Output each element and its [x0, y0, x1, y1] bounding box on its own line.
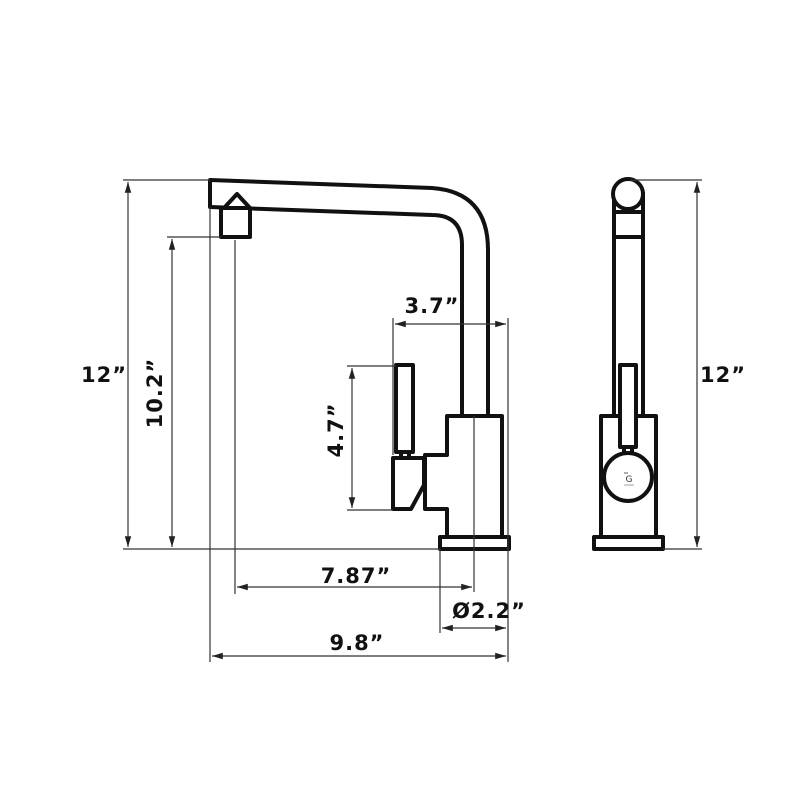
front-dimensions: 12” 10.2” 4.7” 3.7” 7.87” Ø2.2” 9.8” — [81, 179, 526, 662]
side-handle-lever — [618, 363, 638, 449]
faucet-front-view — [208, 178, 511, 592]
side-base-plate — [592, 535, 665, 551]
overall-length-label: 9.8” — [329, 631, 384, 655]
side-overall-height-label: 12” — [700, 363, 746, 387]
g-logo-icon: G — [624, 472, 634, 486]
aerator — [219, 206, 252, 239]
side-medallion — [602, 451, 654, 503]
spout-height-label: 10.2” — [143, 358, 167, 429]
handle-block — [391, 456, 426, 511]
faucet-body — [423, 414, 504, 540]
side-dimensions: 12” — [630, 179, 746, 550]
handle-lever — [394, 363, 415, 454]
handle-offset-label: 3.7” — [404, 294, 459, 318]
svg-text:G: G — [626, 475, 633, 485]
side-spout-top — [611, 177, 645, 211]
spout-reach-label: 7.87” — [321, 564, 392, 588]
overall-height-label: 12” — [81, 363, 127, 387]
base-diameter-label: Ø2.2” — [452, 599, 526, 623]
handle-height-label: 4.7” — [324, 402, 348, 457]
faucet-side-view: G — [592, 177, 665, 551]
